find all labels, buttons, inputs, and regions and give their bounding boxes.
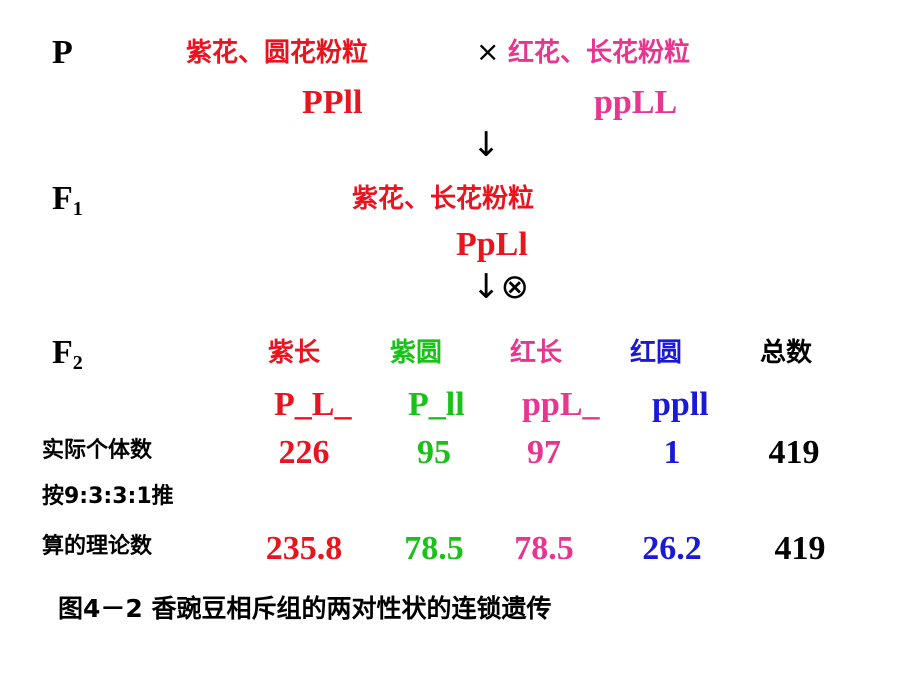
p-right-phenotype: 红花、长花粉粒 xyxy=(508,38,691,68)
self-cross-arrow-icon: ↓⊗ xyxy=(472,267,529,307)
expected-total: 419 xyxy=(774,530,826,567)
down-arrow-icon: ↓ xyxy=(472,125,501,165)
f2-label-subscript: 2 xyxy=(72,352,83,374)
genotype-red-long: ppL_ xyxy=(522,386,600,423)
actual-purple-round: 95 xyxy=(417,434,451,471)
cross-symbol: × xyxy=(476,35,500,68)
expected-purple-long: 235.8 xyxy=(265,530,343,567)
header-red-long: 红长 xyxy=(510,338,563,368)
expected-red-round: 26.2 xyxy=(642,530,702,567)
genotype-purple-long: P_L_ xyxy=(274,386,352,423)
expected-label-line2: 算的理论数 xyxy=(42,534,153,559)
genotype-red-round: ppll xyxy=(652,386,709,423)
actual-red-long: 97 xyxy=(527,434,561,471)
p-left-phenotype: 紫花、圆花粉粒 xyxy=(186,38,369,68)
f1-label-subscript: 1 xyxy=(72,198,83,220)
actual-red-round: 1 xyxy=(663,434,681,471)
expected-purple-round: 78.5 xyxy=(404,530,464,567)
f1-genotype: PpLl xyxy=(456,226,528,263)
f2-generation-label: F2 xyxy=(52,334,83,374)
header-total: 总数 xyxy=(760,338,813,368)
p-right-genotype: ppLL xyxy=(594,84,678,121)
header-purple-long: 紫长 xyxy=(268,338,321,368)
actual-total: 419 xyxy=(768,434,820,471)
p-generation-label: P xyxy=(52,34,73,71)
header-purple-round: 紫圆 xyxy=(390,338,443,368)
p-left-genotype: PPll xyxy=(302,84,363,121)
f1-label-main: F xyxy=(52,180,73,217)
actual-purple-long: 226 xyxy=(278,434,330,471)
f1-phenotype: 紫花、长花粉粒 xyxy=(352,184,535,214)
expected-red-long: 78.5 xyxy=(514,530,574,567)
f2-label-main: F xyxy=(52,334,73,371)
f1-generation-label: F1 xyxy=(52,180,83,220)
figure-caption: 图4－2 香豌豆相斥组的两对性状的连锁遗传 xyxy=(58,594,552,623)
actual-count-label: 实际个体数 xyxy=(42,438,153,463)
genotype-purple-round: P_ll xyxy=(408,386,465,423)
expected-label-line1: 按9:3:3:1推 xyxy=(42,484,174,509)
header-red-round: 红圆 xyxy=(630,338,683,368)
